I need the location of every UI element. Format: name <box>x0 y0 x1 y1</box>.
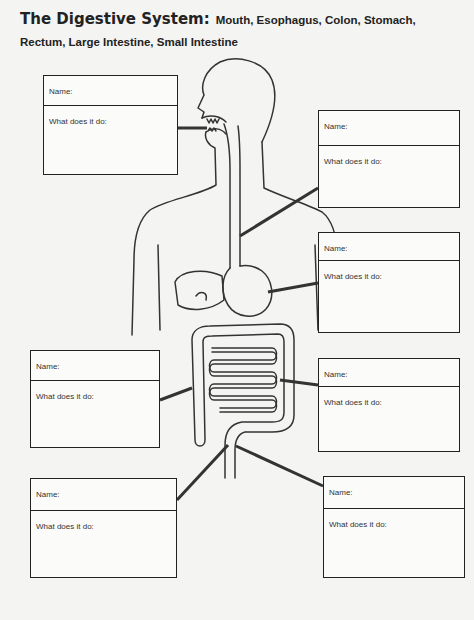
question-prompt: What does it do: <box>36 392 94 401</box>
leader-line <box>240 188 318 236</box>
name-cell: Name: <box>31 351 159 381</box>
name-prompt: Name: <box>49 87 73 96</box>
stomach <box>223 266 272 316</box>
answer-cell: What does it do: <box>319 146 459 207</box>
name-cell: Name: <box>31 479 176 511</box>
name-prompt: Name: <box>324 122 348 131</box>
leader-line <box>178 127 207 130</box>
small-intestine <box>210 348 277 408</box>
name-prompt: Name: <box>329 488 353 497</box>
worksheet-header: The Digestive System:Mouth, Esophagus, C… <box>20 8 460 51</box>
name-cell: Name: <box>319 233 459 261</box>
name-prompt: Name: <box>36 490 60 499</box>
name-cell: Name: <box>319 359 459 387</box>
answer-box: Name: What does it do: <box>318 358 460 452</box>
leader-line <box>268 283 318 292</box>
question-prompt: What does it do: <box>329 520 387 529</box>
name-prompt: Name: <box>324 244 348 253</box>
name-prompt: Name: <box>36 362 60 371</box>
mouth <box>202 116 226 134</box>
answer-box: Name: What does it do: <box>318 232 460 333</box>
leader-line <box>280 380 318 385</box>
large-intestine <box>192 324 294 478</box>
answer-box: Name: What does it do: <box>323 476 465 578</box>
name-cell: Name: <box>324 477 464 509</box>
question-prompt: What does it do: <box>324 272 382 281</box>
question-prompt: What does it do: <box>49 117 107 126</box>
answer-cell: What does it do: <box>324 509 464 577</box>
name-prompt: Name: <box>324 370 348 379</box>
answer-box: Name: What does it do: <box>30 350 160 448</box>
answer-box: Name: What does it do: <box>318 110 460 208</box>
answer-cell: What does it do: <box>31 511 176 577</box>
leader-line <box>236 446 323 486</box>
leader-line <box>160 388 192 400</box>
torso-lines <box>158 245 318 330</box>
small-intestine-inner <box>210 352 277 412</box>
answer-cell: What does it do: <box>319 387 459 451</box>
answer-cell: What does it do: <box>31 381 159 447</box>
name-cell: Name: <box>319 111 459 146</box>
question-prompt: What does it do: <box>36 522 94 531</box>
liver <box>175 271 224 309</box>
answer-box: Name: What does it do: <box>43 75 178 175</box>
question-prompt: What does it do: <box>324 157 382 166</box>
leader-line <box>177 445 228 500</box>
answer-cell: What does it do: <box>319 261 459 332</box>
esophagus <box>224 124 240 268</box>
title: The Digestive System: <box>20 10 210 28</box>
name-cell: Name: <box>44 76 177 106</box>
answer-box: Name: What does it do: <box>30 478 177 578</box>
question-prompt: What does it do: <box>324 398 382 407</box>
answer-cell: What does it do: <box>44 106 177 174</box>
